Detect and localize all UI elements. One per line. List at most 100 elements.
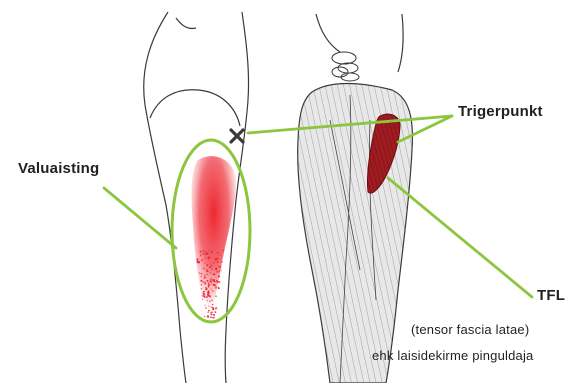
pain-dot xyxy=(219,255,220,256)
x-mark-icon xyxy=(231,130,243,142)
pain-dot xyxy=(204,250,206,252)
pain-dot xyxy=(211,311,213,313)
pain-dot xyxy=(215,268,217,270)
muscle-leg-figure xyxy=(298,14,413,383)
pain-dot xyxy=(216,271,218,273)
pain-dot xyxy=(205,287,207,289)
pain-dot xyxy=(212,304,213,305)
waist-detail xyxy=(176,18,196,29)
pain-dot xyxy=(206,270,208,272)
pain-dot xyxy=(201,295,202,296)
pain-dot xyxy=(218,270,220,272)
pain-dot xyxy=(218,266,220,268)
pain-dot xyxy=(211,288,212,289)
pain-dot xyxy=(201,288,203,290)
pain-dot xyxy=(208,310,210,312)
pain-dot xyxy=(210,313,212,315)
pain-dot xyxy=(205,288,207,290)
pain-dot xyxy=(222,249,224,251)
pain-dot xyxy=(203,267,205,269)
pain-zone xyxy=(192,156,237,318)
pain-dot xyxy=(203,291,205,293)
pain-dot xyxy=(217,252,219,254)
trigger-point-label: Trigerpunkt xyxy=(458,103,543,120)
pain-dot xyxy=(207,315,209,317)
pain-dot xyxy=(204,305,205,306)
pain-dot xyxy=(213,273,215,275)
pain-dot xyxy=(204,281,206,283)
pain-dot xyxy=(204,274,206,276)
pain-dot xyxy=(210,312,211,313)
pain-dot xyxy=(199,251,201,253)
pain-dot xyxy=(212,274,213,275)
pain-dot xyxy=(216,281,218,283)
pain-dot xyxy=(213,262,214,263)
pain-dot xyxy=(206,269,208,271)
leg-outline-front xyxy=(144,12,186,383)
pain-dot xyxy=(212,290,214,292)
pain-dot xyxy=(201,284,203,286)
pain-dot xyxy=(216,261,218,263)
pain-dot xyxy=(196,258,198,260)
pain-dot xyxy=(205,257,206,258)
pain-dot xyxy=(220,268,221,269)
pain-dot xyxy=(209,267,210,268)
referred-pain-area xyxy=(192,156,237,319)
pain-dot xyxy=(215,311,217,313)
pain-dot xyxy=(200,276,202,278)
pain-dot xyxy=(209,301,210,302)
pain-dot xyxy=(202,282,204,284)
pain-dot xyxy=(213,314,215,316)
pointer-tfl xyxy=(388,178,532,297)
pain-dot xyxy=(214,284,216,286)
pain-dot xyxy=(205,262,206,263)
pain-dot xyxy=(205,307,207,309)
pain-dot xyxy=(213,279,215,281)
pain-dot xyxy=(208,256,210,258)
pain-dot xyxy=(221,270,222,271)
pointer-referred-pain xyxy=(104,188,176,248)
pain-dot xyxy=(211,284,212,285)
pain-dot xyxy=(221,261,223,263)
tfl-abbreviation-label: TFL xyxy=(537,287,565,304)
pain-dot xyxy=(208,286,209,287)
pain-dot xyxy=(210,278,212,280)
tfl-latin-name-label: (tensor fascia latae) xyxy=(411,322,529,337)
pain-dot xyxy=(200,280,202,282)
pain-dot xyxy=(210,280,211,281)
pain-dot xyxy=(207,280,209,282)
pain-dot xyxy=(202,299,203,300)
pain-dot xyxy=(215,286,217,288)
pain-dot xyxy=(215,295,216,296)
pain-dot xyxy=(211,299,213,301)
pain-dot xyxy=(213,317,214,318)
pain-dot xyxy=(203,293,205,295)
pain-dot xyxy=(218,286,219,287)
spine-pelvis-outline xyxy=(316,14,403,72)
buttock-curve xyxy=(150,90,240,126)
tfl-estonian-name-label: ehk laisidekirme pinguldaja xyxy=(372,348,534,363)
pain-dot xyxy=(202,250,203,251)
pain-dot xyxy=(211,265,213,267)
pain-dot xyxy=(208,290,209,291)
pain-dot xyxy=(210,317,212,319)
pain-dot xyxy=(204,276,206,278)
pain-dot xyxy=(218,275,220,277)
pain-dot xyxy=(206,274,207,275)
pain-dot xyxy=(203,253,205,255)
pain-dot xyxy=(218,281,220,283)
pain-dot xyxy=(211,306,213,308)
pain-dot xyxy=(205,253,207,255)
pain-dot xyxy=(199,272,200,273)
pain-dot xyxy=(208,284,210,286)
pain-dot xyxy=(212,307,214,309)
pain-dot xyxy=(215,308,217,310)
pain-dot xyxy=(200,273,202,275)
referred-pain-label: Valuaisting xyxy=(18,160,99,177)
pain-dot xyxy=(208,282,210,284)
pain-dot xyxy=(220,266,221,267)
pain-dot xyxy=(207,300,208,301)
pain-dot xyxy=(200,254,201,255)
pain-dot xyxy=(210,263,212,265)
